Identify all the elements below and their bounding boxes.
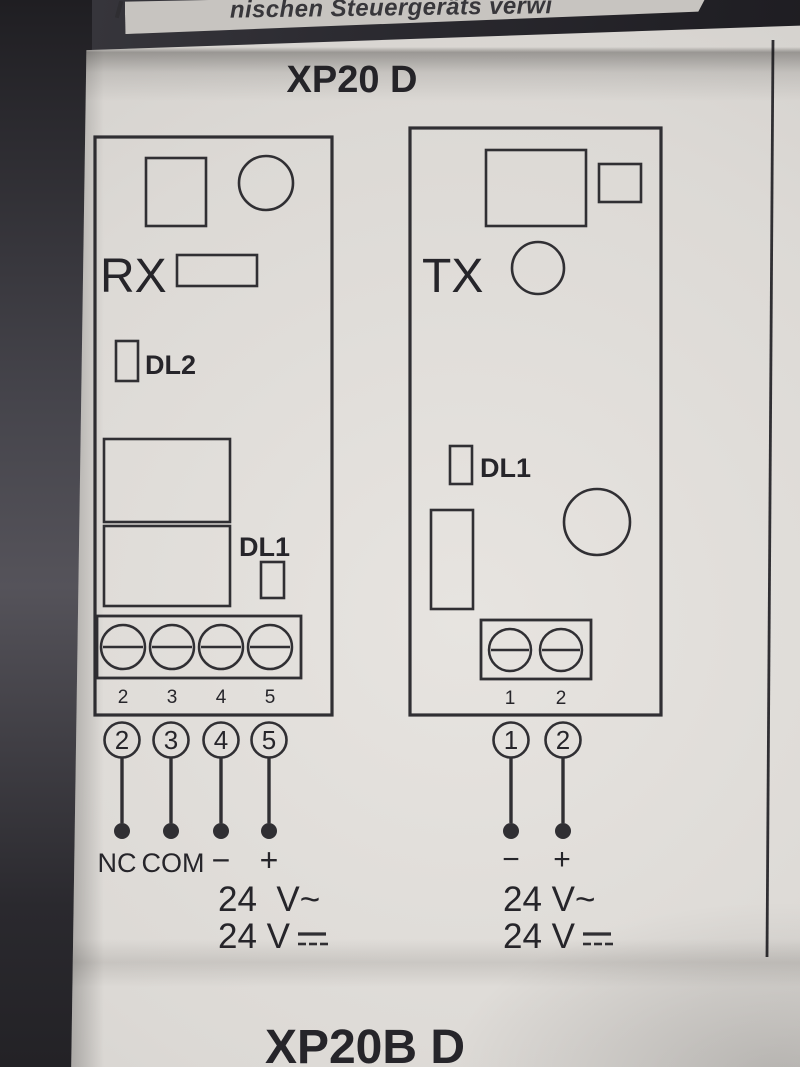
wire-end-dot (503, 823, 519, 839)
next-section-title: XP20B D (265, 1021, 465, 1067)
dc-symbol-icon (583, 932, 613, 946)
rx-terminal-number: 3 (164, 725, 178, 755)
rx-dl1-led (259, 560, 286, 600)
rx-pin-number: 3 (167, 687, 178, 708)
tx-dl1-label: DL1 (480, 453, 531, 483)
tx-wiring: 1 2 − + 24 V~ 24 V (492, 721, 613, 956)
rx-lens-circle (237, 154, 295, 212)
tx-small-square (597, 162, 643, 204)
wire-end-dot (114, 823, 130, 839)
rx-label: RX (100, 250, 167, 303)
wire-end-dot (213, 823, 229, 839)
tx-board: TX DL1 1 2 (408, 126, 663, 717)
rx-terminal-circle (250, 721, 288, 759)
column-separator-line (765, 39, 775, 958)
rx-pin-number: 4 (216, 687, 227, 708)
tx-wire-label-minus: − (502, 843, 520, 876)
rx-terminal-screw (99, 623, 147, 671)
rx-connector-rect (175, 253, 259, 288)
wire-end-dot (163, 823, 179, 839)
tx-lens-circle (510, 240, 566, 296)
rx-terminal-screw (148, 623, 196, 671)
tx-terminal-block (479, 618, 593, 681)
tx-label: TX (422, 250, 483, 303)
rx-terminal-block (95, 614, 303, 680)
tx-supply-ac: 24 V~ (503, 880, 595, 919)
rx-pin-number: 5 (265, 687, 276, 708)
rx-wire-label-plus: + (260, 842, 279, 878)
rx-wire-label-com: COM (142, 848, 205, 878)
rx-terminal-circle (103, 721, 141, 759)
tx-pin-number: 1 (505, 688, 516, 709)
tx-terminal-screw (487, 627, 533, 673)
rx-dl1-label: DL1 (239, 532, 290, 562)
rx-terminal-circle (152, 721, 190, 759)
tx-component-rect (429, 508, 475, 611)
tx-terminal-circle (544, 721, 582, 759)
tx-board-outline (408, 126, 663, 717)
rx-pin-number: 2 (118, 687, 129, 708)
tx-terminal-circle (492, 721, 530, 759)
rx-terminal-number: 5 (262, 725, 276, 755)
rx-board: RX DL2 DL1 2 3 4 5 (93, 135, 334, 717)
rx-wiring: 2 3 4 5 NC COM − + 24 V~ 24 V (98, 721, 328, 956)
tx-supply-dc: 24 V (503, 917, 576, 956)
rx-board-outline (93, 135, 334, 717)
rx-component-square (144, 156, 208, 228)
tx-wire-label-plus: + (553, 843, 571, 876)
rx-supply-ac: 24 V~ (218, 880, 320, 919)
diagram-title: XP20 D (287, 59, 418, 101)
rx-dl2-led (114, 339, 140, 383)
tx-terminal-number: 1 (504, 725, 518, 755)
rx-wire-label-minus: − (212, 842, 231, 878)
rx-relay-lower-rect (102, 524, 232, 608)
rx-dl2-label: DL2 (145, 350, 196, 380)
rx-terminal-screw (197, 623, 245, 671)
rx-terminal-number: 4 (214, 725, 228, 755)
rx-terminal-circle (202, 721, 240, 759)
tx-round-component (562, 487, 632, 557)
rx-relay-upper-rect (102, 437, 232, 524)
rx-supply-dc: 24 V (218, 917, 291, 956)
dc-symbol-icon (298, 932, 328, 946)
tx-terminal-number: 2 (556, 725, 570, 755)
tx-component-square (484, 148, 588, 228)
wire-end-dot (555, 823, 571, 839)
rx-wire-label-nc: NC (98, 848, 137, 878)
rx-terminal-number: 2 (115, 725, 129, 755)
rx-terminal-screw (246, 623, 294, 671)
tx-pin-number: 2 (556, 688, 567, 709)
tx-dl1-led (448, 444, 474, 486)
tx-terminal-screw (538, 627, 584, 673)
wire-end-dot (261, 823, 277, 839)
